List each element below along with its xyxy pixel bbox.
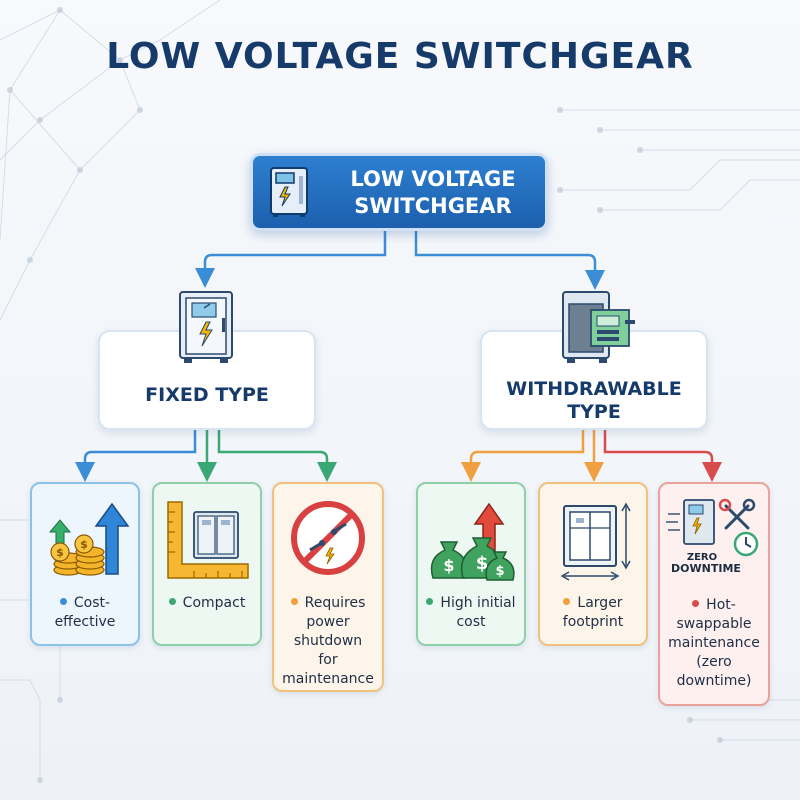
root-label: LOW VOLTAGE SWITCHGEAR — [350, 167, 516, 218]
larger-footprint-text: Larger footprint — [562, 595, 624, 630]
withdrawable-type-label: WITHDRAWABLE TYPE — [506, 378, 682, 423]
switchgear-cabinet-icon — [270, 167, 308, 217]
bullet-dot — [563, 597, 571, 605]
withdrawable-cabinet-icon — [562, 291, 635, 363]
high-initial-cost-text: High initial cost — [426, 594, 516, 632]
connector-fixed-to-shutdown — [217, 428, 337, 482]
money-bags-icon: $ $ $ — [430, 502, 515, 581]
hot-swappable-text: Hot- swappable maintenance (zero downtim… — [668, 597, 760, 689]
svg-text:$: $ — [56, 546, 64, 559]
bullet-dot — [290, 597, 298, 605]
leaf-hot-swappable: ZERO DOWNTIME Hot- swappable maintenance… — [658, 482, 770, 706]
leaf-requires-shutdown: Requires power shutdown for maintenance — [272, 482, 384, 692]
coins-growth-icon: $ $ — [48, 502, 130, 576]
connector-root-to-withdrawable — [414, 229, 605, 290]
no-power-icon — [291, 501, 365, 575]
leaf-compact: Compact — [152, 482, 262, 646]
zero-downtime-icon: ZERO DOWNTIME — [666, 498, 759, 575]
connector-fixed-to-cost — [75, 428, 197, 482]
fixed-cabinet-icon — [179, 291, 233, 363]
svg-text:ZERO: ZERO — [687, 552, 717, 563]
leaf-high-initial-cost: $ $ $ High initial cost — [416, 482, 526, 646]
bullet-dot — [692, 599, 700, 607]
ruler-cabinet-icon — [167, 501, 249, 579]
svg-text:$: $ — [443, 556, 454, 575]
cost-effective-text: Cost- effective — [54, 595, 116, 630]
leaf-cost-effective: $ $ Cost- effective — [30, 482, 140, 646]
bullet-dot — [168, 597, 176, 605]
compact-text: Compact — [162, 594, 252, 613]
svg-text:$: $ — [495, 564, 504, 579]
requires-shutdown-text: Requires power shutdown for maintenance — [282, 595, 374, 687]
svg-text:DOWNTIME: DOWNTIME — [671, 562, 741, 575]
connector-root-to-fixed — [195, 229, 387, 288]
page-title: LOW VOLTAGE SWITCHGEAR — [106, 36, 694, 77]
bullet-dot — [59, 597, 67, 605]
svg-text:$: $ — [476, 553, 489, 574]
leaf-larger-footprint: Larger footprint — [538, 482, 648, 646]
svg-text:$: $ — [80, 538, 88, 551]
connector-withdrawable-to-hotswap — [603, 428, 722, 482]
connector-withdrawable-to-cost — [461, 428, 585, 482]
bullet-dot — [426, 597, 434, 605]
fixed-type-label: FIXED TYPE — [145, 384, 269, 406]
root-node: LOW VOLTAGE SWITCHGEAR — [250, 153, 548, 231]
footprint-dimensions-icon — [560, 502, 631, 581]
